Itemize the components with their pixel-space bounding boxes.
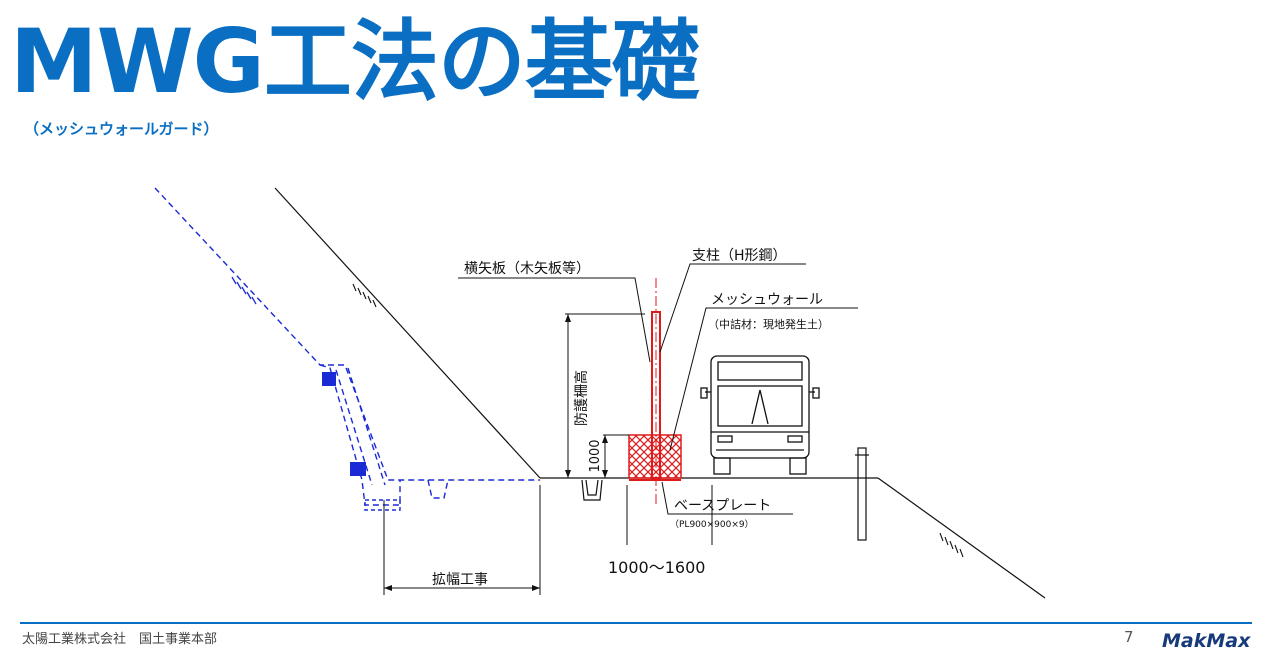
label-kakufuku: 拡幅工事 [432,572,488,588]
retaining-block-lower [350,462,366,476]
label-shichu: 支柱（H形鋼） [692,248,787,264]
label-dim-1000: 1000 [588,439,603,472]
retaining-block-upper [322,372,336,386]
page-title: MWG工法の基礎 [10,10,700,113]
slope-hatch-black [352,283,964,558]
retaining-base [364,499,401,511]
label-mesh-wall-sub: （中詰材：現地発生土） [708,317,829,331]
page-subtitle: （メッシュウォールガード） [24,120,219,138]
footer-company: 太陽工業株式会社 国土事業本部 [22,632,218,647]
label-width-range: 1000〜1600 [608,558,705,577]
page-number: 7 [1124,628,1134,646]
label-base-plate: ベースプレート [674,498,771,514]
dimension-lines [383,313,713,595]
dimension-arrows [384,314,608,591]
bus-front [700,355,820,475]
makmax-logo: MakMax [1162,630,1251,652]
guard-post [855,447,869,541]
existing-slope-dashed [154,187,540,506]
label-yokoyaita: 横矢板（木矢板等） [464,260,590,277]
label-base-plate-sub: （PL900×900×9） [670,519,754,530]
u-gutter [581,479,603,501]
ground-lines [274,187,1046,599]
slope-hatch-blue [231,276,257,305]
footer-divider [20,622,1252,624]
mesh-wall [628,434,682,479]
label-mesh-wall: メッシュウォール [711,292,823,308]
leader-lines [458,263,858,515]
label-bougo-height: 防護柵高 [573,370,590,426]
